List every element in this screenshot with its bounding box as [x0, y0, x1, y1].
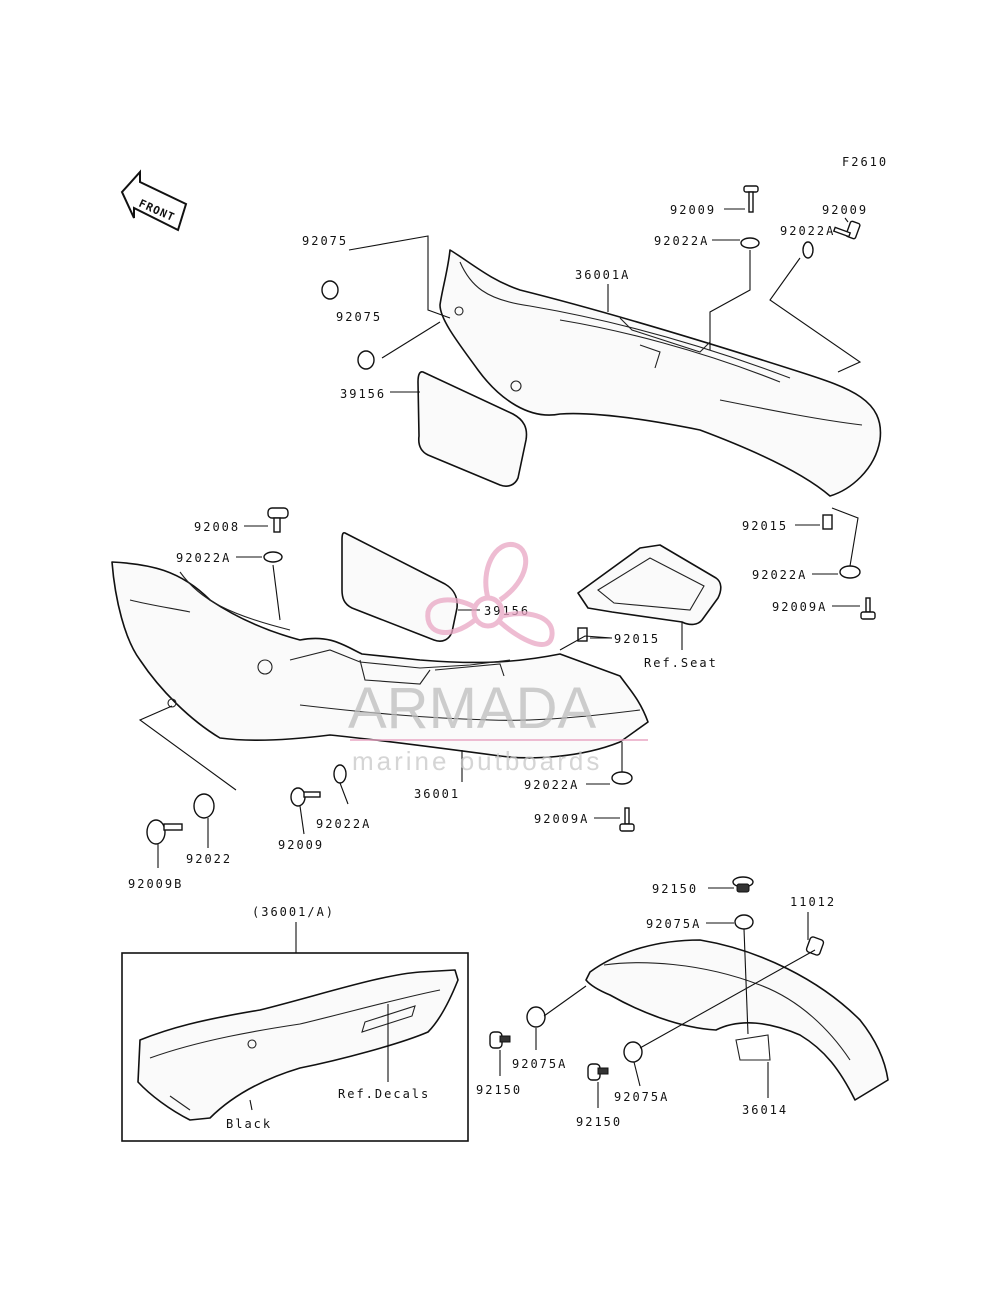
- label-92022A-low: 92022A: [316, 817, 371, 831]
- watermark: ARMADA marine outboards: [348, 542, 648, 776]
- grommet-92075A-top-icon: [734, 914, 754, 930]
- watermark-brand: ARMADA: [348, 676, 596, 741]
- label-11012: 11012: [790, 895, 836, 909]
- propeller-logo-icon: [425, 542, 555, 647]
- side-cover-variant: [137, 969, 459, 1121]
- screw-92009-right-icon: [832, 220, 861, 240]
- side-cover-36001: [111, 561, 649, 759]
- seat-pad-39156-mid: [341, 531, 458, 642]
- collar-11012-icon: [805, 936, 825, 956]
- label-92075A-mid: 92075A: [512, 1057, 567, 1071]
- leader-lines: [138, 208, 862, 1111]
- washer-92022A-rightlow-icon: [839, 565, 861, 579]
- label-ref-seat: Ref.Seat: [644, 656, 718, 670]
- label-92150-top: 92150: [652, 882, 698, 896]
- screw-92009A-right-icon: [860, 597, 876, 620]
- clip-92015-mid-icon: [577, 627, 588, 642]
- variant-inset-box: [121, 952, 469, 1142]
- label-92009B: 92009B: [128, 877, 183, 891]
- label-92015-right: 92015: [742, 519, 788, 533]
- bolt-92008-icon: [267, 507, 289, 533]
- label-36014: 36014: [742, 1103, 788, 1117]
- label-92009A-right: 92009A: [772, 600, 827, 614]
- label-92022A-right: 92022A: [752, 568, 807, 582]
- grommet-92150-low-icon: [489, 1031, 511, 1049]
- label-92009-low: 92009: [278, 838, 324, 852]
- grommet-92075-b-icon: [357, 350, 375, 370]
- label-92009-top-a: 92009: [670, 203, 716, 217]
- side-cover-36001A: [439, 249, 882, 497]
- label-92009A-mid: 92009A: [534, 812, 589, 826]
- rear-fender-36014: [585, 939, 889, 1101]
- clip-92015-right-icon: [822, 514, 833, 530]
- grommet-92150-bottom-icon: [587, 1063, 609, 1081]
- label-92075A-top: 92075A: [646, 917, 701, 931]
- washer-92022A-mid-icon: [611, 771, 633, 785]
- washer-92022A-left-icon: [263, 551, 283, 563]
- label-92015-mid: 92015: [614, 632, 660, 646]
- grommet-92150-top-icon: [732, 876, 754, 893]
- screw-92009A-mid-icon: [619, 807, 635, 832]
- label-92008: 92008: [194, 520, 240, 534]
- washer-92022A-top-icon: [740, 237, 760, 249]
- label-92022A-top-b: 92022A: [780, 224, 835, 238]
- label-92009-top-b: 92009: [822, 203, 868, 217]
- label-92150-low: 92150: [476, 1083, 522, 1097]
- label-39156-top: 39156: [340, 387, 386, 401]
- grommet-92075-a-icon: [321, 280, 339, 300]
- label-36001A: 36001A: [575, 268, 630, 282]
- screw-92009-top-icon: [743, 185, 759, 213]
- label-92022A-left: 92022A: [176, 551, 231, 565]
- label-92075-b: 92075: [336, 310, 382, 324]
- seat-bracket-ref: [577, 544, 722, 626]
- seat-pad-39156-top: [417, 371, 528, 487]
- washer-92022A-right-icon: [802, 241, 814, 259]
- label-92075A-low: 92075A: [614, 1090, 669, 1104]
- label-92150-bottom: 92150: [576, 1115, 622, 1129]
- label-92022A-mid: 92022A: [524, 778, 579, 792]
- grommet-92075A-low-icon: [623, 1041, 643, 1063]
- bolt-92009B-icon: [146, 819, 183, 845]
- label-92022: 92022: [186, 852, 232, 866]
- washer-92022A-low-icon: [333, 764, 347, 784]
- watermark-tagline: marine outboards: [352, 746, 602, 776]
- front-arrow-icon: FRONT: [120, 169, 188, 232]
- grommet-92075A-mid-icon: [526, 1006, 546, 1028]
- label-black: Black: [226, 1117, 272, 1131]
- label-36001: 36001: [414, 787, 460, 801]
- figure-code: F2610: [842, 155, 888, 169]
- label-ref-decals: Ref.Decals: [338, 1087, 430, 1101]
- label-92022A-top-a: 92022A: [654, 234, 709, 248]
- label-92075-a: 92075: [302, 234, 348, 248]
- label-36001-A-inset: (36001/A): [252, 905, 335, 919]
- washer-92022-icon: [193, 793, 215, 819]
- screw-92009-low-icon: [290, 787, 321, 807]
